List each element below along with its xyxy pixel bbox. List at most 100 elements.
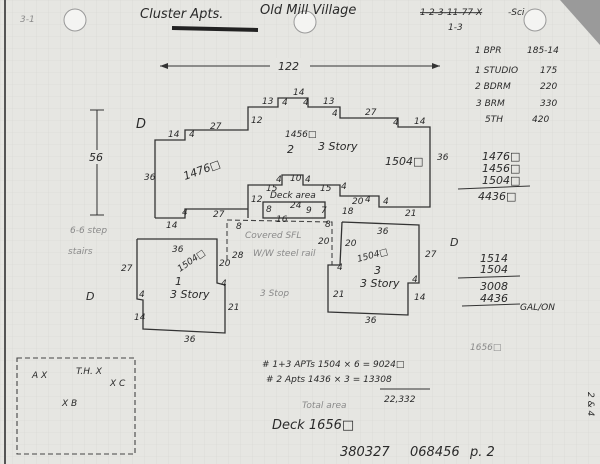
- overall-depth-dimension: 56: [88, 109, 108, 216]
- marker-d-right: D: [450, 236, 458, 249]
- dimension-label: 21: [405, 209, 416, 219]
- building-3-outline: [327, 221, 420, 316]
- svg-text:420: 420: [532, 115, 549, 125]
- dimension-label: 27: [425, 250, 437, 260]
- svg-text:3 BRM: 3 BRM: [476, 99, 505, 109]
- dimension-label: 13: [323, 97, 335, 107]
- dimension-label: 8: [266, 205, 272, 215]
- svg-text:1456□: 1456□: [482, 162, 520, 175]
- covered-stair-outline: [226, 219, 333, 265]
- dimension-label: 27: [210, 122, 222, 132]
- left-note-step: 6-6 step: [70, 226, 107, 236]
- dimension-label: 36: [437, 153, 449, 163]
- dimension-label: 4: [393, 118, 399, 128]
- reference-below: 1-3: [448, 23, 463, 33]
- dimension-label: 4: [139, 290, 145, 300]
- box-a: A X: [31, 371, 48, 381]
- footer-id-1: 380327: [340, 445, 390, 460]
- dimension-label: 14: [414, 293, 426, 303]
- dimension-label: 4: [189, 130, 195, 140]
- dimension-label: 27: [121, 264, 133, 274]
- marker-d-top: D: [136, 117, 146, 132]
- scribbled-out-text: [171, 26, 259, 32]
- building-2-outline: [154, 97, 431, 218]
- footer-id-2: 068456: [410, 445, 460, 460]
- dimension-label: 36: [365, 316, 377, 326]
- dimension-label: 18: [342, 207, 354, 217]
- bldg3-number: 3: [374, 264, 381, 277]
- svg-text:1514: 1514: [480, 252, 508, 265]
- dimension-label: 14: [293, 88, 305, 98]
- total-line-1: # 1+3 APTs 1504 × 6 = 9024□: [262, 360, 404, 370]
- svg-text:56: 56: [89, 151, 103, 164]
- dimension-label: 14: [166, 221, 178, 231]
- stop-label: 3 Stop: [260, 289, 289, 299]
- building-2-lower-edge: [155, 208, 248, 219]
- dimension-label: 36: [184, 335, 196, 345]
- dimension-label: 4: [182, 208, 188, 218]
- svg-text:4436□: 4436□: [478, 190, 516, 203]
- dimension-label: 4: [412, 275, 418, 285]
- box-b: X B: [61, 399, 77, 409]
- dimension-label: 15: [320, 184, 332, 194]
- building-1-outline: [136, 238, 226, 334]
- dimension-label: 4: [305, 175, 311, 185]
- folded-corner: [560, 0, 600, 45]
- dimension-label: 10: [290, 174, 302, 184]
- bldg2-stories: 3 Story: [318, 140, 358, 153]
- svg-text:122: 122: [278, 60, 299, 73]
- deck-label: Deck area: [270, 191, 316, 201]
- doc-title: Cluster Apts.: [140, 7, 223, 22]
- right-calculation: 1514 1504 3008 4436 GAL/ON 1656□: [457, 252, 555, 353]
- total-area-value: 22,332: [384, 395, 416, 405]
- steel-rail-label: W/W steel rail: [253, 249, 316, 259]
- dimension-label: 21: [333, 290, 344, 300]
- dimension-label: 8: [325, 220, 331, 230]
- dimension-label: 12: [251, 116, 263, 126]
- dimension-label: 20: [345, 239, 357, 249]
- dimension-label: 16: [276, 215, 288, 225]
- dimension-label: 4: [282, 98, 288, 108]
- svg-text:4436: 4436: [480, 292, 508, 305]
- dimension-label: 4: [341, 182, 347, 192]
- dimension-label: 4: [303, 98, 309, 108]
- corner-note: 3-1: [20, 15, 35, 25]
- svg-text:GAL/ON: GAL/ON: [520, 303, 555, 313]
- svg-text:5TH: 5TH: [485, 115, 503, 125]
- bldg2-area-right: 1504□: [385, 155, 423, 168]
- dimension-label: 8: [236, 222, 242, 232]
- dimension-label: 36: [144, 173, 156, 183]
- svg-text:1 STUDIO: 1 STUDIO: [475, 66, 518, 76]
- dimension-label: 27: [365, 108, 377, 118]
- svg-text:1504□: 1504□: [482, 174, 520, 187]
- svg-text:330: 330: [540, 99, 557, 109]
- left-note-stairs: stairs: [68, 247, 93, 257]
- covered-stair-label: Covered SFL: [245, 231, 301, 241]
- bldg2-number: 2: [287, 143, 294, 156]
- dimension-label: 4: [276, 175, 282, 185]
- dimension-label: 4: [383, 197, 389, 207]
- total-area-label: Total area: [302, 401, 347, 411]
- svg-text:185-14: 185-14: [527, 46, 559, 56]
- overall-width-dimension: 122: [160, 58, 440, 73]
- doc-subtitle: Old Mill Village: [260, 3, 356, 18]
- area-sum: 1476□ 1456□ 1504□ 4436□: [457, 150, 531, 203]
- deck-total: Deck 1656□: [272, 418, 354, 433]
- dimension-label: 27: [213, 210, 225, 220]
- dimension-label: 13: [262, 97, 274, 107]
- struck-reference: 1-2-3-11-77-X: [420, 8, 483, 18]
- svg-text:1 BPR: 1 BPR: [475, 46, 501, 56]
- svg-text:1656□: 1656□: [470, 343, 501, 353]
- dimension-label: 36: [172, 245, 184, 255]
- dimension-label: 20: [352, 197, 364, 207]
- svg-text:1504: 1504: [480, 263, 508, 276]
- svg-text:175: 175: [540, 66, 557, 76]
- dimension-label: 14: [414, 117, 426, 127]
- dimension-label: 24: [290, 201, 302, 211]
- footer-page: p. 2: [469, 445, 495, 460]
- deck-rectangle: [262, 201, 326, 219]
